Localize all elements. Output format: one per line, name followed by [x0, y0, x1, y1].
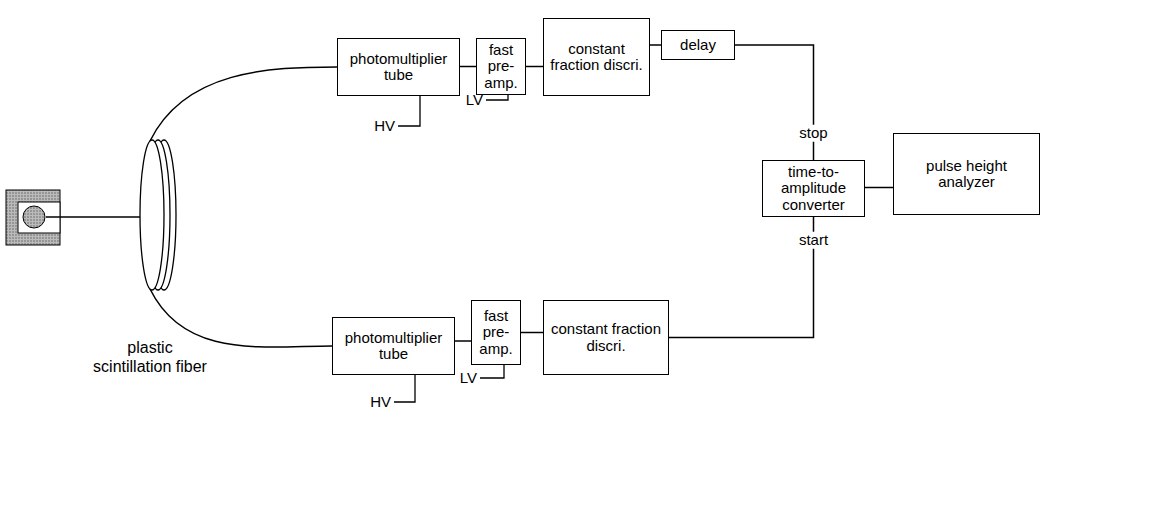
signal-line [521, 332, 543, 334]
discriminator-box: constant fraction discri. [543, 18, 650, 96]
preamp-box: fast pre-amp. [471, 300, 521, 365]
supply-label: HV [374, 118, 395, 135]
delay-box: delay [661, 30, 735, 60]
supply-label: HV [370, 394, 391, 411]
signal-line [650, 44, 661, 46]
signal-line [735, 45, 814, 160]
box-label: fast pre-amp. [475, 308, 517, 357]
box-label: constant fraction discri. [547, 321, 665, 353]
signal-label: start [797, 232, 830, 249]
photomultiplier-box: photomultiplier tube [332, 317, 455, 375]
supply-label: LV [466, 92, 483, 109]
discriminator-box: constant fraction discri. [543, 300, 669, 375]
signal-line [669, 217, 814, 338]
part-label: plastic scintillation fiber [90, 338, 210, 376]
box-label: photomultiplier tube [341, 51, 456, 83]
box-label: fast pre-amp. [480, 42, 522, 91]
tac-box: time-to-amplitude converter [762, 160, 865, 217]
analyzer-box: pulse height analyzer [893, 133, 1040, 215]
signal-line [460, 66, 476, 68]
box-label: time-to-amplitude converter [766, 164, 861, 213]
signal-line [865, 187, 893, 189]
signal-line [526, 66, 543, 68]
box-label: delay [665, 37, 731, 53]
signal-label: stop [797, 125, 829, 142]
photomultiplier-box: photomultiplier tube [337, 38, 460, 96]
supply-label: LV [460, 370, 477, 387]
preamp-box: fast pre-amp. [476, 38, 526, 95]
box-label: constant fraction discri. [547, 41, 646, 73]
optical-fiber [150, 67, 337, 347]
fiber-disk [140, 140, 176, 290]
box-label: photomultiplier tube [336, 330, 451, 362]
box-label: pulse height analyzer [897, 158, 1036, 190]
signal-line [455, 340, 471, 342]
